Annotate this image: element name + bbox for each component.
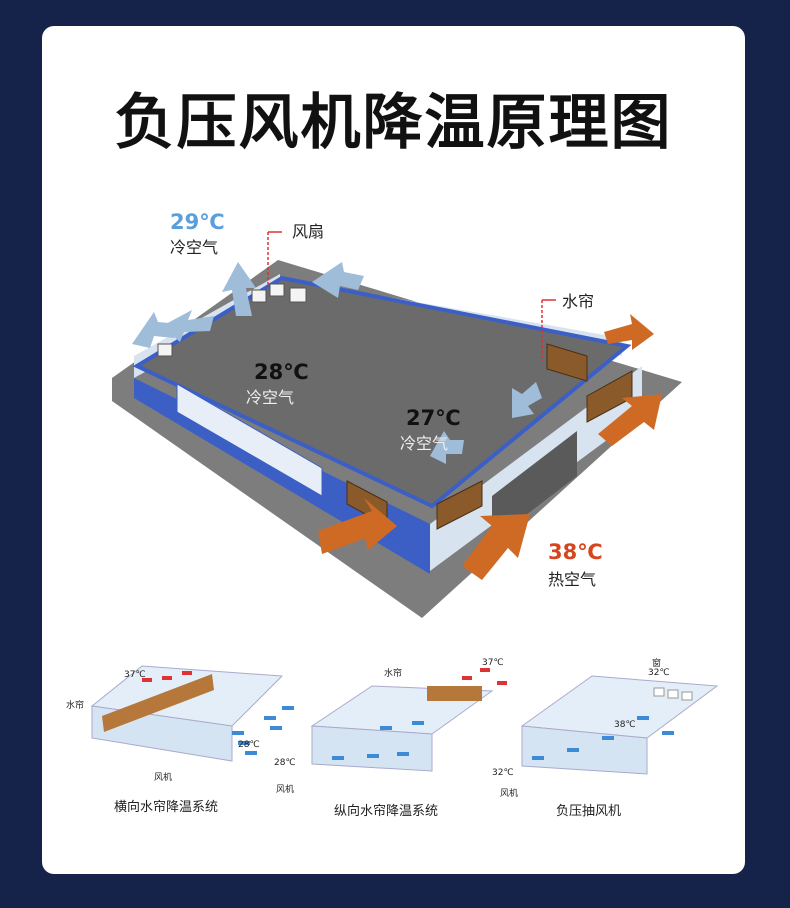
inside-right-temp: 27℃: [406, 406, 461, 430]
sub1-temp-out: 28℃: [238, 740, 260, 750]
sub3-fan-label: 风机: [500, 789, 519, 799]
sub-diagram-1: [90, 665, 294, 762]
page-title: 负压风机降温原理图: [114, 88, 673, 158]
sub2-caption: 纵向水帘降温系统: [334, 804, 439, 819]
sub2-temp-in: 37℃: [482, 658, 504, 668]
wall-fans: [157, 283, 307, 357]
cold-air-arrows: [132, 262, 542, 464]
diagram-card: 负压风机降温原理图: [42, 26, 745, 874]
sub1-fan-label: 风机: [154, 773, 173, 783]
sub2-temp-out: 28℃: [274, 758, 296, 768]
sub2-curtain-label: 水帘: [384, 669, 403, 679]
curtain-label: 水帘: [562, 292, 595, 311]
sub1-temp-in: 37℃: [124, 670, 146, 680]
hot-inlet-temp: 38℃: [548, 540, 603, 564]
roof: [132, 275, 632, 509]
sub-diagram-2: [310, 668, 507, 772]
sub3-temp-window: 32℃: [648, 668, 670, 678]
sub3-caption: 负压抽风机: [556, 804, 622, 819]
sub3-temp-in: 38℃: [614, 720, 636, 730]
sub-diagram-3: [520, 675, 719, 775]
hot-inlet-label: 热空气: [548, 570, 597, 589]
warehouse-illustration: [112, 231, 682, 618]
cold-outlet-temp: 29℃: [170, 210, 225, 234]
sub1-curtain-label: 水帘: [66, 701, 85, 711]
inside-right-label: 冷空气: [400, 434, 449, 453]
sub1-caption: 横向水帘降温系统: [114, 800, 219, 815]
sub-diagrams-illustration: [90, 665, 719, 775]
sub3-temp-out: 32℃: [492, 768, 514, 778]
garage-door: [492, 431, 577, 541]
front-windows: [176, 383, 323, 497]
fan-label: 风扇: [292, 222, 325, 241]
cold-outlet-label: 冷空气: [170, 238, 219, 257]
hot-air-arrows: [318, 314, 662, 580]
sub2-fan-label: 风机: [276, 785, 295, 795]
inside-left-temp: 28℃: [254, 360, 309, 384]
sub3-window-label: 窗: [652, 659, 662, 669]
inside-left-label: 冷空气: [246, 388, 295, 407]
